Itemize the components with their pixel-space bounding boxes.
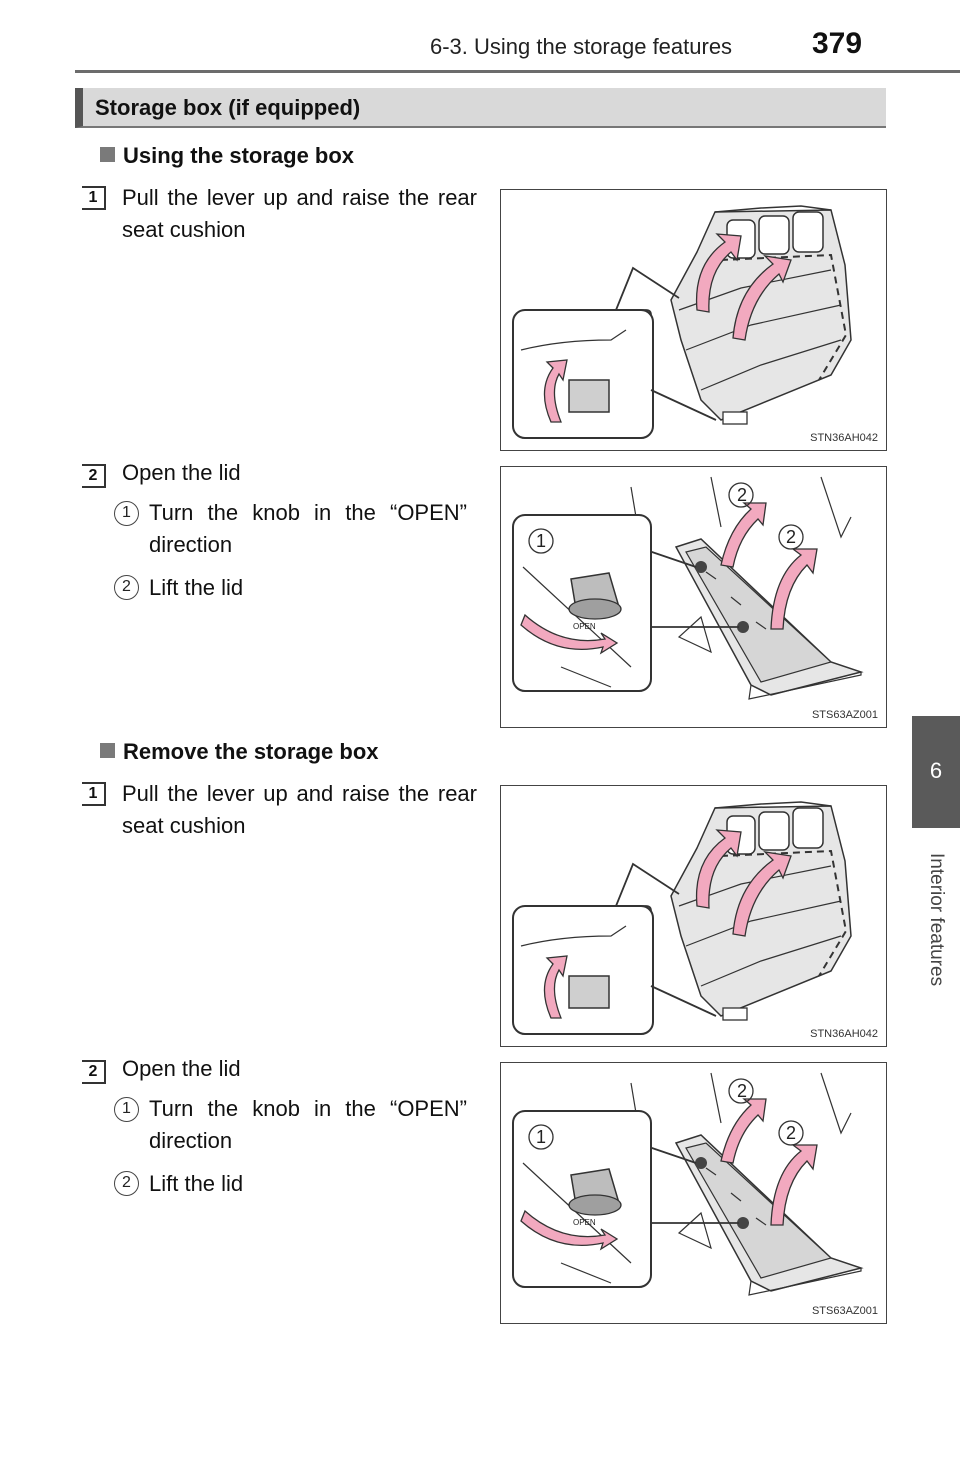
storage-box-illustration: 2 2 1 OPEN bbox=[512, 1072, 864, 1296]
figure-code: STN36AH042 bbox=[810, 1028, 878, 1040]
seat-illustration bbox=[512, 205, 852, 439]
sub-step-number: 1 bbox=[114, 501, 139, 526]
step-number: 2 bbox=[82, 464, 106, 488]
callout-1: 1 bbox=[536, 531, 546, 551]
callout-2: 2 bbox=[786, 1123, 796, 1143]
step-number: 1 bbox=[82, 186, 106, 210]
figure-raise-seat: STN36AH042 bbox=[500, 189, 887, 451]
callout-1: 1 bbox=[536, 1127, 546, 1147]
page-number: 379 bbox=[812, 27, 863, 60]
square-bullet-icon bbox=[100, 743, 115, 758]
step-text: Open the lid bbox=[122, 1056, 241, 1081]
knob-open-label: OPEN bbox=[573, 622, 596, 631]
section-title-bar: Storage box (if equipped) bbox=[75, 88, 886, 128]
knob-open-label: OPEN bbox=[573, 1218, 596, 1227]
figure-open-lid: 2 2 1 OPEN STS63AZ001 bbox=[500, 1062, 887, 1324]
header-rule bbox=[75, 70, 960, 73]
step-text: Pull the lever up and raise the rear sea… bbox=[122, 185, 477, 242]
figure-open-lid: 2 2 1 OPEN STS63AZ001 bbox=[500, 466, 887, 728]
figure-raise-seat: STN36AH042 bbox=[500, 785, 887, 1047]
step-number: 2 bbox=[82, 1060, 106, 1084]
callout-2: 2 bbox=[786, 527, 796, 547]
figure-code: STS63AZ001 bbox=[811, 709, 878, 721]
sub-step-number: 1 bbox=[114, 1097, 139, 1122]
chapter-label: Interior features bbox=[926, 853, 947, 987]
chapter-number: 6 bbox=[929, 758, 943, 783]
sub-step-text: Lift the lid bbox=[149, 1171, 244, 1196]
section-title: Storage box (if equipped) bbox=[95, 95, 361, 120]
subheading-remove: Remove the storage box bbox=[100, 739, 379, 765]
step-text: Pull the lever up and raise the rear sea… bbox=[122, 781, 477, 838]
sub-step-number: 2 bbox=[114, 1171, 139, 1196]
seat-illustration bbox=[512, 801, 852, 1035]
step-text: Open the lid bbox=[122, 460, 241, 485]
step-number: 1 bbox=[82, 782, 106, 806]
callout-2: 2 bbox=[737, 1081, 747, 1101]
storage-box-illustration: 2 2 1 OPEN bbox=[512, 476, 864, 700]
subheading-using: Using the storage box bbox=[100, 143, 354, 169]
sub-step-number: 2 bbox=[114, 575, 139, 600]
figure-code: STN36AH042 bbox=[810, 432, 878, 444]
sub-step-text: Turn the knob in the “OPEN” direction bbox=[149, 1096, 467, 1153]
sub-step-text: Turn the knob in the “OPEN” direction bbox=[149, 500, 467, 557]
chapter-tab: 6 bbox=[912, 716, 960, 828]
callout-2: 2 bbox=[737, 485, 747, 505]
square-bullet-icon bbox=[100, 147, 115, 162]
figure-code: STS63AZ001 bbox=[811, 1305, 878, 1317]
sub-step-text: Lift the lid bbox=[149, 575, 244, 600]
running-header: 6-3. Using the storage features bbox=[430, 34, 733, 59]
